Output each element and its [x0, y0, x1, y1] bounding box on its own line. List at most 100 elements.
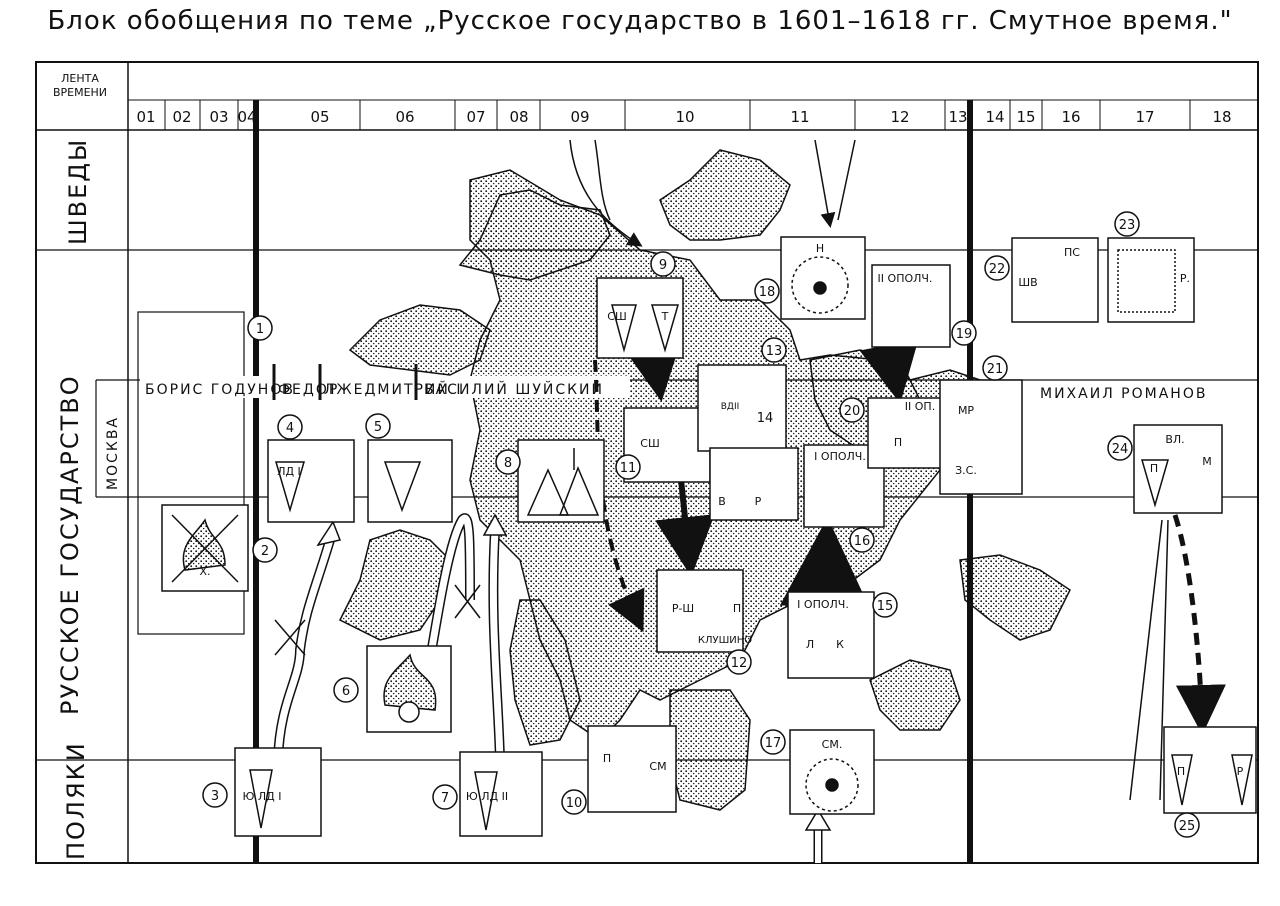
event-marker-6 — [333, 677, 359, 703]
arrows — [273, 139, 1226, 863]
event-box-17 — [789, 729, 875, 815]
event-number: 3 — [211, 789, 219, 804]
event-boxes — [161, 211, 1257, 838]
box-label: СМ. — [822, 738, 843, 751]
event-number: 15 — [877, 599, 894, 614]
map-south-blob — [509, 599, 581, 746]
event-number: 24 — [1112, 442, 1129, 457]
box-label: П — [894, 436, 902, 449]
event-number: 10 — [566, 796, 583, 811]
event-number: 1 — [256, 322, 264, 337]
year-label: 14 — [985, 108, 1004, 126]
event-box-5 — [367, 439, 453, 523]
event-box-23 — [1107, 237, 1195, 323]
box-label: МР — [958, 404, 974, 417]
event-marker-13 — [761, 337, 787, 363]
event-number: 25 — [1179, 819, 1196, 834]
year-label: 13 — [948, 108, 967, 126]
event-number: 18 — [759, 285, 776, 300]
box-label: Х. — [199, 565, 210, 578]
box-label: П — [603, 752, 611, 765]
box-label: Р — [755, 495, 762, 508]
event-box-13 — [697, 364, 787, 452]
box-label: В — [718, 495, 726, 508]
map-east-wing — [959, 554, 1071, 641]
event-number: 13 — [766, 344, 783, 359]
box-label: Ю ЛД I — [243, 790, 282, 803]
event-box-20 — [867, 397, 943, 469]
event-number: 11 — [620, 461, 637, 476]
event-number: 23 — [1119, 218, 1136, 233]
year-label: 06 — [395, 108, 414, 126]
event-number: 17 — [765, 736, 782, 751]
event-marker-21 — [982, 355, 1008, 381]
event-box-19 — [871, 264, 951, 348]
box-label: II ОПОЛЧ. — [878, 272, 933, 285]
event-marker-5 — [365, 413, 391, 439]
box-label: Р-Ш — [672, 602, 694, 615]
event-marker-16 — [849, 527, 875, 553]
box-label: Т — [661, 310, 669, 323]
event-numbers: 1 2 3 4 5 6 7 8 9 10 11 12 13 14 15 16 1… — [211, 218, 1195, 834]
event-marker-11 — [615, 454, 641, 480]
event-box-15 — [787, 591, 875, 679]
map-west-wing — [348, 304, 491, 376]
map-southcenter-blob — [669, 689, 751, 811]
timeline-header-line2: ВРЕМЕНИ — [53, 86, 107, 99]
box-label: ЛД I — [277, 465, 301, 478]
event-marker-22 — [984, 255, 1010, 281]
box-label: ВДII — [721, 402, 740, 412]
event-box-14 — [709, 447, 799, 521]
event-box-22 — [1011, 237, 1099, 323]
map-north-blob — [458, 189, 611, 281]
page-title: Блок обобщения по теме „Русское государс… — [47, 6, 1233, 36]
ruler-fedor: ФЕДОР — [278, 382, 339, 398]
event-marker-24 — [1107, 435, 1133, 461]
map-east-small — [869, 659, 961, 731]
box-label: Н — [816, 242, 824, 255]
event-number: 22 — [989, 262, 1006, 277]
map-southwest-blob — [338, 529, 451, 641]
event-marker-8 — [495, 449, 521, 475]
event-marker-18 — [754, 278, 780, 304]
event-number: 4 — [286, 421, 294, 436]
event-number: 12 — [731, 656, 748, 671]
year-label: 08 — [509, 108, 528, 126]
ruler-dmitry: ЛЖЕДМИТРИЙ I — [324, 380, 462, 398]
year-label: 16 — [1061, 108, 1080, 126]
box-label: II ОП. — [905, 400, 935, 413]
ruler-boris: БОРИС ГОДУНОВ — [145, 382, 295, 398]
box-label: СШ — [640, 437, 659, 450]
box-label: П — [1150, 462, 1158, 475]
year-label: 18 — [1212, 108, 1231, 126]
box-label: ПС — [1064, 246, 1080, 259]
event-number: 16 — [854, 534, 871, 549]
event-box-21 — [939, 379, 1023, 495]
year-labels: 01 02 03 04 05 06 07 08 09 10 11 12 13 1… — [136, 108, 1231, 126]
year-label: 09 — [570, 108, 589, 126]
ruler-mikhail: МИХАИЛ РОМАНОВ — [1040, 386, 1207, 402]
box-label: I ОПОЛЧ. — [797, 598, 849, 611]
year-label: 12 — [890, 108, 909, 126]
event-marker-3 — [202, 782, 228, 808]
row-label-russia: РУССКОЕ ГОСУДАРСТВО — [56, 374, 84, 715]
box-label: М — [1202, 455, 1212, 468]
year-label: 15 — [1016, 108, 1035, 126]
event-marker-9 — [650, 251, 676, 277]
year-label: 02 — [172, 108, 191, 126]
event-marker-1 — [247, 315, 273, 341]
timeline-header-line1: ЛЕНТА — [61, 72, 99, 85]
event-number: 9 — [659, 258, 667, 273]
map-sweden-blob — [659, 149, 791, 241]
box-label: Ю ЛД II — [466, 790, 508, 803]
box-label: Р. — [1180, 272, 1190, 285]
event-marker-2 — [252, 537, 278, 563]
event-number: 20 — [844, 404, 861, 419]
ruler-vasily: ВАСИЛИЙ ШУЙСКИЙ — [424, 380, 604, 398]
year-label: 17 — [1135, 108, 1154, 126]
event-number: 7 — [441, 791, 449, 806]
box-label: Р — [1237, 765, 1244, 778]
event-number: 5 — [374, 420, 382, 435]
event-box-18 — [780, 236, 866, 320]
